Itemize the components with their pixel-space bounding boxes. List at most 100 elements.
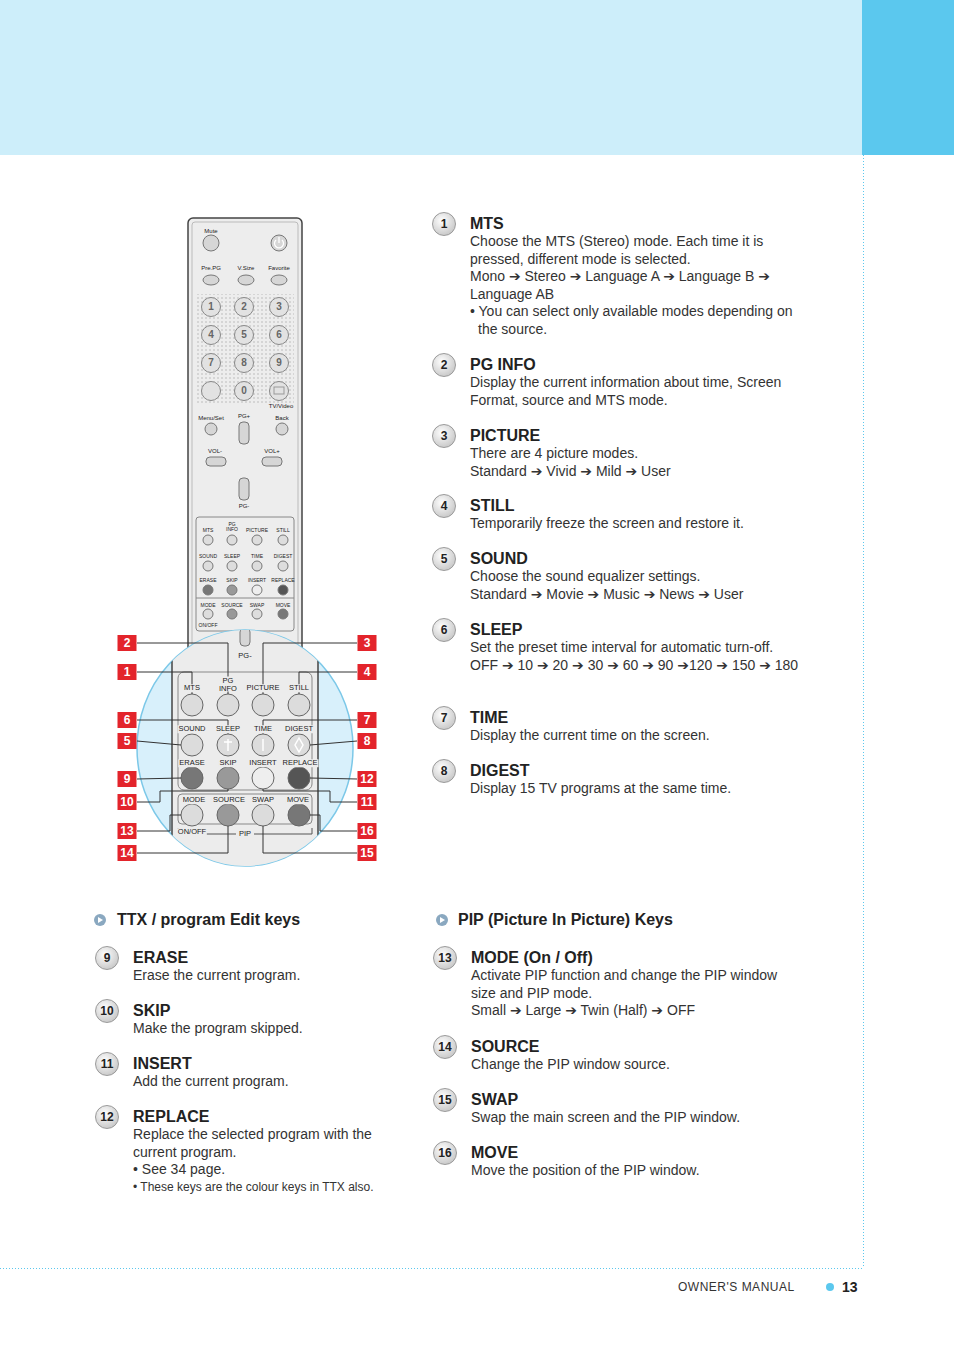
button-label: SLEEP xyxy=(215,725,241,733)
button-label: PICTURE xyxy=(246,684,281,692)
key-text: Display the current information about ti… xyxy=(470,374,815,409)
key-name: TIME xyxy=(470,709,815,727)
key-digit: 9 xyxy=(276,358,282,368)
key-text: Change the PIP window source. xyxy=(471,1056,801,1074)
key-text: Make the program skipped. xyxy=(133,1020,391,1038)
key-text: Standard ➔ Movie ➔ Music ➔ News ➔ User xyxy=(470,586,815,604)
item-badge: 1 xyxy=(432,212,456,236)
key-description: SWAPSwap the main screen and the PIP win… xyxy=(471,1091,801,1127)
button-label: VOL- xyxy=(208,448,222,454)
callout-number: 2 xyxy=(118,635,137,651)
key-description: SLEEPSet the preset time interval for au… xyxy=(470,621,815,674)
item-badge: 11 xyxy=(95,1052,119,1076)
button-label: SOUND xyxy=(177,725,206,733)
key-digit: 4 xyxy=(208,330,214,340)
button-label: STILL xyxy=(288,684,310,692)
key-description: ERASEErase the current program. xyxy=(133,949,391,985)
button-label: INSERT xyxy=(248,578,266,583)
item-badge: 3 xyxy=(432,424,456,448)
page-footer: OWNER'S MANUAL xyxy=(678,1281,795,1293)
button-label: MTS xyxy=(203,528,214,533)
key-name: STILL xyxy=(470,497,815,515)
page-number: 13 xyxy=(842,1280,858,1294)
callout-number: 8 xyxy=(358,733,377,749)
button-label: SOUND xyxy=(199,554,217,559)
callout-number: 5 xyxy=(118,733,137,749)
item-badge: 9 xyxy=(95,946,119,970)
callout-number: 12 xyxy=(358,771,377,787)
key-description: SKIPMake the program skipped. xyxy=(133,1002,391,1038)
item-badge: 6 xyxy=(432,618,456,642)
button-label: MTS xyxy=(183,684,201,692)
button-label: DIGEST xyxy=(284,725,314,733)
button-label: ON/OFF xyxy=(177,828,207,836)
section-heading: TTX / program Edit keys xyxy=(117,912,300,928)
zoom-detail xyxy=(137,600,353,900)
key-text: Add the current program. xyxy=(133,1073,391,1091)
key-description: SOURCEChange the PIP window source. xyxy=(471,1038,801,1074)
key-text: Choose the MTS (Stereo) mode. Each time … xyxy=(470,233,815,268)
button-label: VOL+ xyxy=(264,448,280,454)
button-label: SOURCE xyxy=(221,603,242,608)
key-description: MODE (On / Off)Activate PIP function and… xyxy=(471,949,801,1020)
item-badge: 5 xyxy=(432,547,456,571)
key-description: PG INFODisplay the current information a… xyxy=(470,356,815,409)
item-badge: 10 xyxy=(95,999,119,1023)
button-label: SKIP xyxy=(226,578,237,583)
button-label: MOVE xyxy=(276,603,291,608)
key-text: Display the current time on the screen. xyxy=(470,727,815,745)
key-digit: 6 xyxy=(276,330,282,340)
button-label: V.Size xyxy=(238,265,255,271)
key-text: There are 4 picture modes. xyxy=(470,445,815,463)
key-description: TIMEDisplay the current time on the scre… xyxy=(470,709,815,745)
key-description: SOUNDChoose the sound equalizer settings… xyxy=(470,550,815,603)
key-text: Temporarily freeze the screen and restor… xyxy=(470,515,815,533)
button-label: PG- xyxy=(239,503,250,509)
button-label: DIGEST xyxy=(274,554,293,559)
item-badge: 13 xyxy=(433,946,457,970)
key-text: Erase the current program. xyxy=(133,967,391,985)
key-name: INSERT xyxy=(133,1055,391,1073)
key-text: • You can select only available modes de… xyxy=(470,303,815,338)
key-name: PG INFO xyxy=(470,356,815,374)
key-digit: 2 xyxy=(241,302,247,312)
key-name: ERASE xyxy=(133,949,391,967)
key-description: INSERTAdd the current program. xyxy=(133,1055,391,1091)
key-text: Set the preset time interval for automat… xyxy=(470,639,815,657)
button-label: PG+ xyxy=(238,413,250,419)
button-label: ERASE xyxy=(200,578,217,583)
item-badge: 8 xyxy=(432,759,456,783)
callout-number: 1 xyxy=(118,664,137,680)
key-description: REPLACEReplace the selected program with… xyxy=(133,1108,391,1195)
callout-number: 13 xyxy=(118,823,137,839)
callout-number: 7 xyxy=(358,712,377,728)
key-digit: 1 xyxy=(208,302,214,312)
button-label: Favorite xyxy=(268,265,290,271)
key-name: DIGEST xyxy=(470,762,815,780)
key-name: MODE (On / Off) xyxy=(471,949,801,967)
margin-rule xyxy=(863,155,864,1268)
button-label: SWAP xyxy=(251,796,275,804)
button-label: PG- xyxy=(237,652,252,660)
key-name: MOVE xyxy=(471,1144,801,1162)
button-label: SLEEP xyxy=(224,554,240,559)
key-text: OFF ➔ 10 ➔ 20 ➔ 30 ➔ 60 ➔ 90 ➔120 ➔ 150 … xyxy=(470,657,815,675)
button-label: REPLACE xyxy=(271,578,294,583)
item-badge: 12 xyxy=(95,1105,119,1129)
header-band xyxy=(0,0,862,155)
callout-number: 9 xyxy=(118,771,137,787)
button-label: SOURCE xyxy=(212,796,246,804)
button-label: Back xyxy=(275,415,288,421)
margin-rule xyxy=(0,1268,863,1269)
key-text: Display 15 TV programs at the same time. xyxy=(470,780,815,798)
key-digit: 0 xyxy=(241,386,247,396)
item-badge: 14 xyxy=(433,1035,457,1059)
key-name: SOUND xyxy=(470,550,815,568)
key-description: DIGESTDisplay 15 TV programs at the same… xyxy=(470,762,815,798)
callout-number: 15 xyxy=(358,845,377,861)
button-label: PG INFO xyxy=(216,677,240,692)
button-label: INSERT xyxy=(248,759,277,767)
key-text: Swap the main screen and the PIP window. xyxy=(471,1109,801,1127)
key-text: Replace the selected program with the cu… xyxy=(133,1126,391,1161)
callout-number: 3 xyxy=(358,635,377,651)
